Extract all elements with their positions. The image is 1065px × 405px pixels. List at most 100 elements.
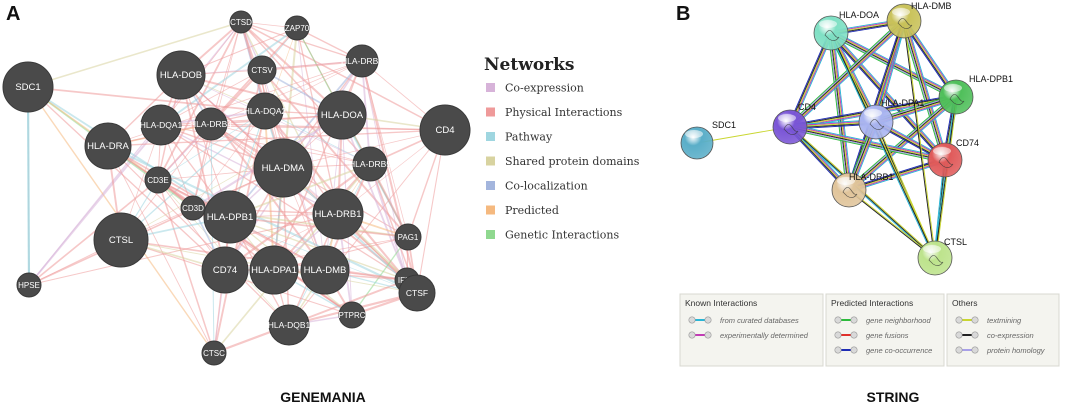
gene-node-sdc1[interactable]: SDC1 xyxy=(2,61,54,113)
legend-node-swatch xyxy=(850,331,858,339)
gene-node-cd74[interactable]: CD74 xyxy=(201,246,249,294)
string-edge xyxy=(877,21,907,123)
string-edge xyxy=(905,20,947,160)
gene-node-hla-dob[interactable]: HLA-DOB xyxy=(156,50,206,100)
string-caption: STRING xyxy=(867,389,920,405)
gene-node-circle xyxy=(201,246,249,294)
string-edge xyxy=(849,189,936,258)
gene-node-hla-dmb[interactable]: HLA-DMB xyxy=(300,245,350,295)
string-edge xyxy=(846,94,955,189)
protein-node-hla-dmb[interactable]: HLA-DMB xyxy=(886,1,952,39)
legend-item-label: gene fusions xyxy=(866,331,909,340)
legend-swatch-pathway xyxy=(486,132,495,141)
gene-node-hla-dra[interactable]: HLA-DRA xyxy=(84,122,132,170)
known-interaction-experimentally-determined: experimentally determined xyxy=(688,331,809,340)
gene-node-cd3d[interactable]: CD3D xyxy=(180,195,206,221)
string-edge xyxy=(830,33,849,191)
gene-node-zap70[interactable]: ZAP70 xyxy=(284,15,310,41)
gene-node-circle xyxy=(16,272,42,298)
other-interaction-protein-homology: protein homology xyxy=(955,346,1046,355)
protein-node-cd4[interactable]: CD4 xyxy=(772,102,816,145)
legend-node-swatch xyxy=(971,316,979,324)
protein-node-hla-drb1[interactable]: HLA-DRB1 xyxy=(831,172,894,208)
protein-node-label: HLA-DPB1 xyxy=(969,74,1013,84)
legend-label-shared-protein-domains: Shared protein domains xyxy=(505,155,640,168)
legend-label-genetic-interactions: Genetic Interactions xyxy=(505,229,619,242)
gene-node-hla-dma[interactable]: HLA-DMA xyxy=(253,138,313,198)
other-interaction-textmining: textmining xyxy=(955,316,1022,325)
other-interaction-co-expression: co-expression xyxy=(955,331,1034,340)
gene-node-hla-dqb1[interactable]: HLA-DQB1 xyxy=(268,304,311,346)
genemania-edge xyxy=(107,145,215,354)
gene-node-hla-dpb1[interactable]: HLA-DPB1 xyxy=(203,190,257,244)
gene-node-hla-drb4[interactable]: HLA-DRB4 xyxy=(190,107,232,141)
protein-node-label: HLA-DOA xyxy=(839,10,879,20)
gene-node-circle xyxy=(345,44,379,78)
gene-node-hla-dqa1[interactable]: HLA-DQA1 xyxy=(140,104,183,146)
legend-item-label: gene co-occurrence xyxy=(866,346,932,355)
protein-node-highlight xyxy=(819,20,837,28)
gene-node-circle xyxy=(268,304,310,346)
gene-node-hla-drb3[interactable]: HLA-DRB3 xyxy=(341,44,383,78)
legend-node-swatch xyxy=(850,346,858,354)
gene-node-pag1[interactable]: PAG1 xyxy=(394,223,422,251)
legend-node-swatch xyxy=(850,316,858,324)
gene-node-ctsl[interactable]: CTSL xyxy=(93,212,149,268)
gene-node-ctsd[interactable]: CTSD xyxy=(229,10,253,34)
string-edge xyxy=(847,95,956,190)
string-edges xyxy=(696,18,959,260)
gene-node-circle xyxy=(312,188,364,240)
gene-node-label: HLA-DMB xyxy=(304,265,347,276)
legend-node-swatch xyxy=(834,316,842,324)
protein-node-hla-dpb1[interactable]: HLA-DPB1 xyxy=(938,74,1013,115)
genemania-edge xyxy=(288,163,371,326)
gene-node-label: SDC1 xyxy=(15,82,40,93)
gene-node-hpse[interactable]: HPSE xyxy=(16,272,42,298)
protein-node-cd74[interactable]: CD74 xyxy=(927,138,979,178)
genemania-caption: GENEMANIA xyxy=(280,389,366,405)
gene-node-label: ZAP70 xyxy=(285,24,310,33)
genemania-edge xyxy=(26,86,31,286)
string-edge xyxy=(901,21,943,161)
legend-node-swatch xyxy=(688,316,696,324)
gene-node-ctsv[interactable]: CTSV xyxy=(247,55,277,85)
protein-node-label: HLA-DRB1 xyxy=(849,172,894,182)
protein-node-label: CD4 xyxy=(798,102,816,112)
string-edge xyxy=(848,96,956,190)
legend-label-predicted: Predicted xyxy=(505,204,559,217)
protein-node-ctsl[interactable]: CTSL xyxy=(917,237,967,276)
gene-node-ctsf[interactable]: CTSF xyxy=(398,274,436,312)
string-edge xyxy=(850,98,959,193)
gene-node-ctsc[interactable]: CTSC xyxy=(201,340,227,366)
string-edge xyxy=(902,21,944,161)
genemania-edge xyxy=(229,60,363,218)
gene-node-circle xyxy=(140,104,182,146)
protein-node-highlight xyxy=(685,130,703,138)
string-edge xyxy=(849,97,958,192)
genemania-edge xyxy=(240,21,363,62)
gene-node-cd4[interactable]: CD4 xyxy=(419,104,471,156)
protein-node-highlight xyxy=(892,8,910,16)
gene-node-hla-dpa1[interactable]: HLA-DPA1 xyxy=(249,245,299,295)
gene-node-cd3e[interactable]: CD3E xyxy=(144,166,172,194)
gene-node-ptprc[interactable]: PTPRC xyxy=(338,301,366,329)
gene-node-label: HLA-DPB1 xyxy=(207,212,253,223)
string-edge xyxy=(831,32,937,258)
gene-node-hla-doa[interactable]: HLA-DOA xyxy=(317,90,367,140)
genemania-edge xyxy=(240,21,446,131)
protein-node-hla-dpa1[interactable]: HLA-DPA1 xyxy=(858,98,924,140)
gene-node-hla-drb5[interactable]: HLA-DRB5 xyxy=(349,146,391,182)
gene-node-circle xyxy=(419,104,471,156)
genemania-edge xyxy=(210,123,215,354)
gene-node-hla-dqa2[interactable]: HLA-DQA2 xyxy=(244,92,287,130)
string-edge xyxy=(906,20,948,160)
protein-node-sdc1[interactable]: SDC1 xyxy=(680,120,736,160)
gene-node-hla-drb1[interactable]: HLA-DRB1 xyxy=(312,188,364,240)
genemania-edge xyxy=(416,129,446,294)
gene-node-label: CD74 xyxy=(213,265,237,276)
protein-node-hla-doa[interactable]: HLA-DOA xyxy=(813,10,879,51)
legend-node-swatch xyxy=(955,316,963,324)
